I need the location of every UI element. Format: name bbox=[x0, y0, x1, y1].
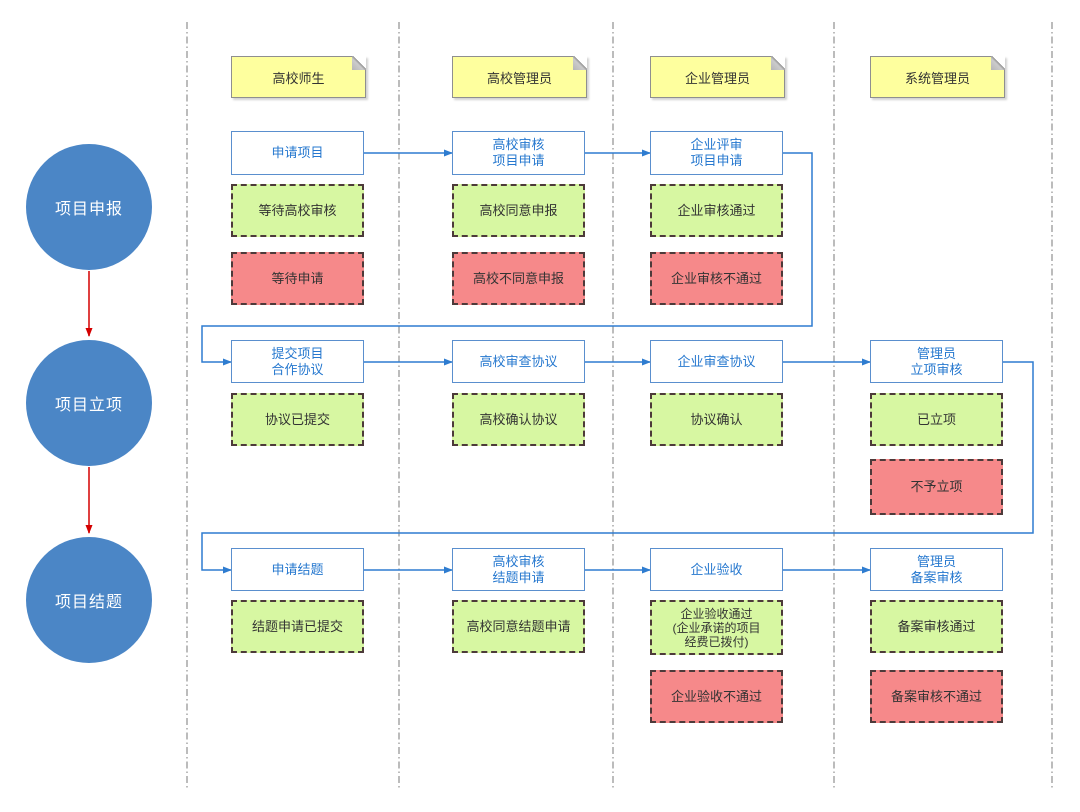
node-label-line: 提交项目 bbox=[271, 345, 324, 361]
node-label-line: (企业承诺的项目 bbox=[672, 620, 761, 635]
actor-note: 高校师生 bbox=[231, 56, 366, 98]
process-flow-arrow bbox=[201, 152, 813, 366]
phase-label: 项目结题 bbox=[54, 594, 123, 611]
fail-status-box: 等待申请 bbox=[231, 252, 364, 305]
fail-status-box: 企业审核不通过 bbox=[650, 252, 783, 305]
node-label-line: 项目申请 bbox=[690, 153, 743, 168]
node-label-line: 高校同意申报 bbox=[479, 202, 558, 218]
process-box: 企业验收 bbox=[650, 548, 783, 591]
node-label-line: 管理员 bbox=[916, 345, 956, 361]
process-box: 高校审核结题申请 bbox=[452, 548, 585, 591]
phase-label: 项目申报 bbox=[54, 201, 123, 218]
actor-label: 高校师生 bbox=[272, 70, 325, 86]
node-label-line: 企业验收不通过 bbox=[670, 688, 762, 704]
process-box: 提交项目合作协议 bbox=[231, 340, 364, 383]
success-status-box: 结题申请已提交 bbox=[231, 600, 364, 653]
node-label-line: 企业评审 bbox=[690, 137, 743, 152]
success-status-box: 协议确认 bbox=[650, 393, 783, 446]
node-label-line: 企业审核不通过 bbox=[670, 270, 762, 286]
node-label-line: 项目申请 bbox=[492, 153, 545, 168]
process-box: 管理员备案审核 bbox=[870, 548, 1003, 591]
node-label-line: 高校确认协议 bbox=[479, 411, 558, 427]
node-label-line: 管理员 bbox=[916, 553, 956, 569]
success-status-box: 协议已提交 bbox=[231, 393, 364, 446]
phase-label: 项目立项 bbox=[54, 397, 123, 414]
process-box: 高校审核项目申请 bbox=[452, 131, 585, 175]
node-label-line: 企业审核通过 bbox=[677, 202, 756, 218]
actor-label: 高校管理员 bbox=[486, 70, 552, 86]
node-label-line: 申请项目 bbox=[271, 145, 324, 160]
node-label-line: 协议已提交 bbox=[264, 411, 330, 427]
process-box: 申请结题 bbox=[231, 548, 364, 591]
node-label-line: 高校审查协议 bbox=[479, 353, 558, 369]
process-box: 高校审查协议 bbox=[452, 340, 585, 383]
node-label-line: 高校审核 bbox=[492, 553, 545, 569]
node-label-line: 结题申请已提交 bbox=[251, 618, 343, 634]
actor-note: 企业管理员 bbox=[650, 56, 785, 98]
phase-circle: 项目申报 bbox=[26, 144, 152, 270]
success-status-box: 企业验收通过(企业承诺的项目经费已拨付) bbox=[650, 600, 783, 655]
process-box: 企业审查协议 bbox=[650, 340, 783, 383]
success-status-box: 已立项 bbox=[870, 393, 1003, 446]
node-label-line: 申请结题 bbox=[271, 561, 324, 577]
success-status-box: 备案审核通过 bbox=[870, 600, 1003, 653]
node-label-line: 企业验收 bbox=[690, 561, 743, 577]
folded-corner-icon bbox=[991, 56, 1005, 70]
phase-circle: 项目结题 bbox=[26, 537, 152, 663]
node-label-line: 等待申请 bbox=[271, 270, 324, 286]
node-label-line: 企业验收通过 bbox=[680, 606, 753, 621]
folded-corner-icon bbox=[771, 56, 785, 70]
process-box: 企业评审项目申请 bbox=[650, 131, 783, 175]
actor-note: 高校管理员 bbox=[452, 56, 587, 98]
actor-label: 企业管理员 bbox=[684, 70, 750, 86]
success-status-box: 等待高校审核 bbox=[231, 184, 364, 237]
node-label-line: 高校同意结题申请 bbox=[466, 618, 571, 634]
node-label-line: 不予立项 bbox=[910, 479, 963, 494]
node-label-line: 经费已拨付) bbox=[684, 634, 749, 649]
node-label-line: 协议确认 bbox=[690, 411, 743, 427]
node-label-line: 合作协议 bbox=[271, 361, 324, 377]
fail-status-box: 备案审核不通过 bbox=[870, 670, 1003, 723]
folded-corner-icon bbox=[573, 56, 587, 70]
node-label-line: 结题申请 bbox=[492, 569, 545, 585]
node-label-line: 企业审查协议 bbox=[677, 353, 756, 369]
node-label-line: 备案审核 bbox=[910, 569, 963, 585]
phase-circle: 项目立项 bbox=[26, 340, 152, 466]
node-label-line: 高校不同意申报 bbox=[472, 270, 564, 286]
actor-label: 系统管理员 bbox=[904, 70, 970, 86]
fail-status-box: 不予立项 bbox=[870, 459, 1003, 515]
node-label-line: 等待高校审核 bbox=[258, 202, 337, 218]
process-box: 管理员立项审核 bbox=[870, 340, 1003, 383]
folded-corner-icon bbox=[352, 56, 366, 70]
node-label-line: 已立项 bbox=[916, 411, 956, 427]
node-label-line: 立项审核 bbox=[910, 361, 963, 377]
node-label-line: 高校审核 bbox=[492, 137, 545, 152]
fail-status-box: 高校不同意申报 bbox=[452, 252, 585, 305]
success-status-box: 企业审核通过 bbox=[650, 184, 783, 237]
success-status-box: 高校确认协议 bbox=[452, 393, 585, 446]
success-status-box: 高校同意结题申请 bbox=[452, 600, 585, 653]
process-flow-arrow bbox=[201, 361, 1034, 574]
fail-status-box: 企业验收不通过 bbox=[650, 670, 783, 723]
node-label-line: 备案审核不通过 bbox=[890, 688, 982, 704]
node-label-line: 备案审核通过 bbox=[897, 618, 976, 634]
success-status-box: 高校同意申报 bbox=[452, 184, 585, 237]
actor-note: 系统管理员 bbox=[870, 56, 1005, 98]
process-box: 申请项目 bbox=[231, 131, 364, 175]
